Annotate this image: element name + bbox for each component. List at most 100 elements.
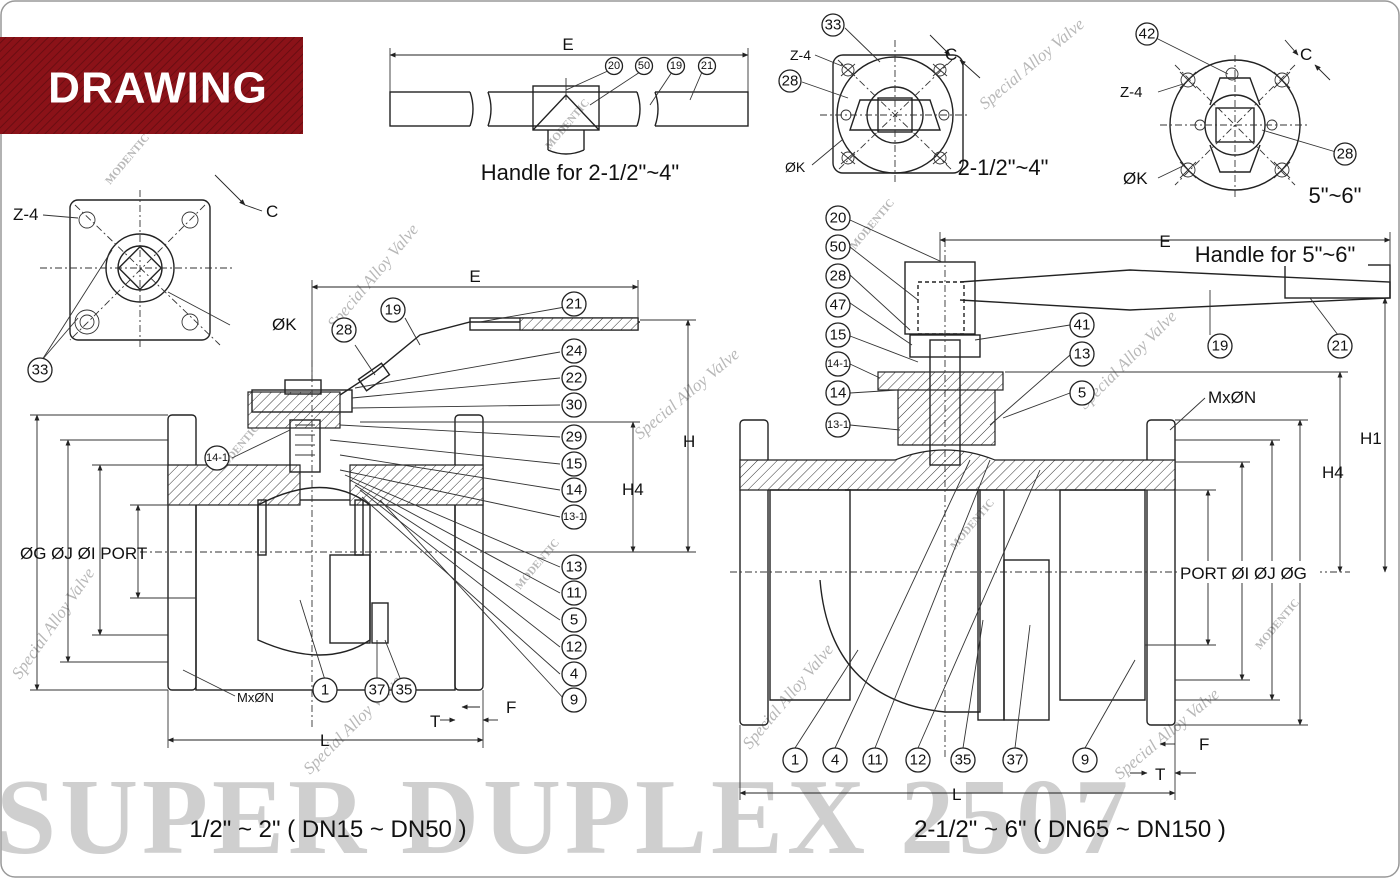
- dim-l-small: L: [320, 731, 329, 750]
- part-5-small: 5: [570, 612, 578, 629]
- part-37-large: 37: [1007, 752, 1024, 769]
- part-19-label: 19: [670, 60, 682, 72]
- part-22-small: 22: [566, 370, 583, 387]
- watermark-overlay-6: Special Alloy Valve: [975, 14, 1088, 113]
- part-9-small: 9: [570, 692, 578, 709]
- part-1-small: 1: [321, 682, 329, 699]
- part-14-large: 14: [830, 385, 847, 402]
- flange-view-mid: Z-4 ØK C 33 28 2-1/2"~4": [778, 13, 1049, 185]
- handle-small-view: E 20 50 19 21 Handle for 2-1/2"~4": [389, 35, 749, 185]
- watermark-overlay-8: Special Alloy Valve: [1110, 684, 1223, 783]
- part-14-1-small: 14-1: [206, 452, 228, 464]
- watermark-overlay-3: Special Alloy Valve: [8, 564, 99, 683]
- watermark-overlay-7: Special Alloy Valve: [739, 640, 838, 753]
- part-29-small: 29: [566, 429, 583, 446]
- part-13-1-small: 13-1: [563, 511, 585, 523]
- part-11-small: 11: [566, 585, 582, 602]
- part-28-mid: 28: [782, 73, 799, 90]
- part-35-small: 35: [396, 682, 413, 699]
- part-33-small: 33: [32, 362, 49, 379]
- part-19-small: 19: [385, 302, 402, 319]
- part-9-large: 9: [1081, 752, 1089, 769]
- dim-c-right: C: [1300, 45, 1312, 64]
- part-28-right: 28: [1337, 146, 1354, 163]
- part-30-small: 30: [566, 397, 583, 414]
- part-21-large: 21: [1332, 338, 1349, 355]
- dim-diam-small: ØG ØJ ØI PORT: [20, 544, 147, 563]
- part-13-1-large: 13-1: [827, 419, 849, 431]
- part-37-small: 37: [369, 682, 386, 699]
- part-24-small: 24: [566, 343, 583, 360]
- dim-k-small: ØK: [272, 315, 297, 334]
- part-13-small: 13: [566, 559, 583, 576]
- dim-f-small: F: [506, 698, 516, 717]
- part-28-large: 28: [830, 268, 847, 285]
- caption-handle-small: Handle for 2-1/2"~4": [481, 160, 679, 185]
- brand-mark-1: MODENTIC: [103, 132, 152, 187]
- caption-handle-large: Handle for 5"~6": [1195, 242, 1356, 267]
- dim-h1-large: H1: [1360, 429, 1382, 448]
- dim-z-right: Z-4: [1120, 84, 1143, 101]
- part-20-large: 20: [830, 210, 847, 227]
- small-valve-section: E H H4 L T F MxØN: [20, 267, 696, 750]
- dim-k-right: ØK: [1123, 169, 1148, 188]
- part-35-large: 35: [955, 752, 972, 769]
- small-flange-view: Z-4 ØK C 33: [13, 174, 297, 383]
- super-duplex-watermark: SUPER DUPLEX 2507: [0, 758, 1133, 877]
- part-42-right: 42: [1139, 26, 1156, 43]
- brand-mark-3: MODENTIC: [848, 197, 897, 252]
- dim-l-large: L: [952, 785, 961, 804]
- part-33-mid: 33: [825, 17, 842, 34]
- dim-z-mid: Z-4: [790, 47, 811, 63]
- dim-mn-small: MxØN: [237, 690, 274, 705]
- banner-title: DRAWING: [48, 64, 268, 113]
- brand-mark-5: MODENTIC: [948, 497, 997, 552]
- caption-top-right: 5"~6": [1309, 183, 1362, 208]
- part-4-small: 4: [570, 666, 578, 683]
- part-21-label: 21: [701, 60, 713, 72]
- part-14-1-large: 14-1: [827, 358, 849, 370]
- caption-top-mid: 2-1/2"~4": [958, 155, 1049, 180]
- part-5-large: 5: [1078, 385, 1086, 402]
- part-19-large: 19: [1212, 338, 1229, 355]
- part-11-large: 11: [867, 752, 883, 769]
- dim-f-large: F: [1199, 735, 1209, 754]
- part-21-small: 21: [566, 296, 583, 313]
- dim-e-small: E: [469, 267, 480, 286]
- part-12-large: 12: [910, 752, 927, 769]
- caption-small-range: 1/2" ~ 2" ( DN15 ~ DN50 ): [189, 816, 466, 843]
- part-15-small: 15: [566, 456, 583, 473]
- part-50-label: 50: [638, 60, 650, 72]
- dim-c-mid: C: [945, 45, 957, 64]
- part-15-large: 15: [830, 327, 847, 344]
- part-4-large: 4: [831, 752, 839, 769]
- dim-t-small: T: [430, 712, 440, 731]
- dim-mn-large: MxØN: [1208, 388, 1256, 407]
- part-47-large: 47: [830, 297, 847, 314]
- dim-c-small: C: [266, 202, 278, 221]
- watermark-overlay-2: Special Alloy Valve: [630, 344, 743, 443]
- dim-e-large: E: [1159, 232, 1170, 251]
- part-20-label: 20: [608, 60, 620, 72]
- dim-k-mid: ØK: [785, 159, 806, 175]
- part-50-large: 50: [830, 239, 847, 256]
- part-28-small: 28: [336, 322, 353, 339]
- brand-mark-6: MODENTIC: [1253, 597, 1302, 652]
- dim-diam-large: PORT ØI ØJ ØG: [1180, 564, 1307, 583]
- part-12-small: 12: [566, 639, 583, 656]
- dim-t-large: T: [1155, 765, 1165, 784]
- dim-h4-small: H4: [622, 480, 644, 499]
- banner-background: [0, 37, 303, 134]
- dim-h-small: H: [683, 432, 695, 451]
- dim-z-small: Z-4: [13, 205, 39, 224]
- dim-e-top: E: [562, 35, 573, 54]
- handle-small-parts: 20 50 19 21: [604, 56, 717, 76]
- part-1-large: 1: [791, 752, 799, 769]
- drawing-banner: DRAWING: [0, 37, 303, 134]
- flange-view-right: Z-4 ØK C 42 28 5"~6": [1120, 22, 1362, 208]
- dim-h4-large: H4: [1322, 463, 1344, 482]
- part-13-large: 13: [1074, 346, 1091, 363]
- watermark-overlay-1: Special Alloy Valve: [324, 220, 423, 333]
